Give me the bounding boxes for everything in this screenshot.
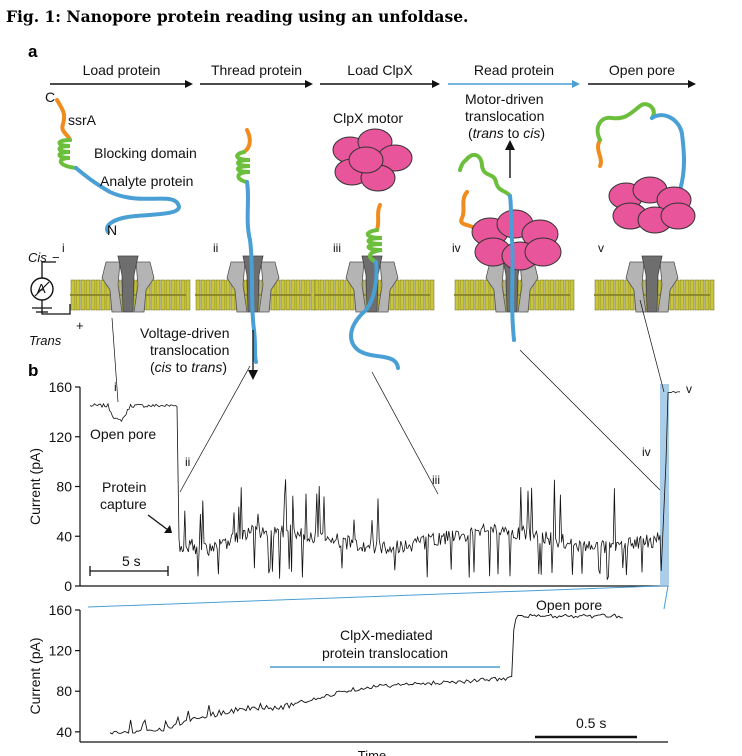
trace-label-v: v bbox=[686, 382, 692, 396]
voltage-driven-line3: (cis to trans) bbox=[150, 359, 227, 375]
highlight-region bbox=[660, 384, 669, 587]
step-label-2: Thread protein bbox=[211, 62, 302, 78]
minus-label: − bbox=[52, 250, 60, 265]
clpx-mediated-line2: protein translocation bbox=[322, 645, 448, 661]
y-tick-label: 0 bbox=[64, 578, 72, 594]
step-label-1: Load protein bbox=[83, 62, 161, 78]
inset-scale-bar-label: 0.5 s bbox=[576, 715, 606, 731]
membranes bbox=[70, 255, 715, 313]
membrane-lipid bbox=[185, 279, 191, 311]
inset-y-tick-label: 120 bbox=[49, 643, 73, 659]
zoom-guide-right bbox=[663, 585, 669, 610]
connector-line-1 bbox=[111, 317, 119, 403]
protein-capture-line2: capture bbox=[100, 496, 147, 512]
trans-label: Trans bbox=[29, 333, 62, 348]
stage-iii-label: iii bbox=[333, 241, 341, 255]
y-tick-label: 40 bbox=[56, 528, 72, 544]
y-tick-label: 80 bbox=[56, 479, 72, 495]
inset-y-tick-label: 160 bbox=[49, 602, 73, 618]
c-terminus-label: C bbox=[45, 89, 55, 105]
step-arrowhead-5 bbox=[688, 80, 696, 88]
step-arrowhead-1 bbox=[185, 80, 193, 88]
connector-line-4 bbox=[519, 349, 661, 491]
analyte-stage-iv bbox=[508, 194, 516, 342]
motor-driven-line2: translocation bbox=[465, 108, 544, 124]
motor-driven-line3: (trans to cis) bbox=[468, 125, 545, 141]
n-terminus-label: N bbox=[107, 222, 117, 238]
voltage-driven-line2: translocation bbox=[150, 342, 229, 358]
step-arrowhead-2 bbox=[305, 80, 313, 88]
pore-core bbox=[641, 255, 663, 313]
ssra-label: ssrA bbox=[68, 112, 97, 128]
stage-i-label: i bbox=[62, 241, 65, 255]
y-tick-label: 120 bbox=[49, 429, 73, 445]
trace-label-iv: iv bbox=[642, 445, 651, 459]
connector-line-2 bbox=[179, 365, 251, 493]
protein-stage-iii bbox=[349, 203, 400, 370]
membrane-lipid bbox=[709, 279, 715, 311]
clpx-motor-released bbox=[608, 176, 696, 234]
motor-arrowhead bbox=[505, 140, 515, 150]
inset-x-axis-label: Time bbox=[358, 748, 386, 756]
capture-arrowhead bbox=[164, 525, 172, 533]
inset-y-tick-label: 80 bbox=[56, 683, 72, 699]
y-tick-label: 160 bbox=[49, 379, 73, 395]
stage-ii-label: ii bbox=[213, 241, 218, 255]
stage-v-label: v bbox=[598, 241, 604, 255]
open-pore-annotation: Open pore bbox=[90, 426, 156, 442]
panel-a-label: a bbox=[28, 42, 38, 61]
trace-label-ii: ii bbox=[185, 455, 190, 469]
protein-stage-ii bbox=[235, 128, 258, 364]
circuit bbox=[30, 261, 71, 315]
trace-label-i: i bbox=[114, 380, 117, 394]
step-label-4: Read protein bbox=[474, 62, 554, 78]
membrane-lipid bbox=[429, 279, 435, 311]
capture-arrow bbox=[147, 514, 169, 531]
connector-line-3 bbox=[371, 371, 439, 495]
voltage-arrowhead bbox=[248, 370, 258, 380]
connector-line-5 bbox=[639, 299, 665, 393]
motor-driven-line1: Motor-driven bbox=[465, 91, 544, 107]
figure-caption: Fig. 1: Nanopore protein reading using a… bbox=[6, 7, 468, 26]
stage-iv-label: iv bbox=[452, 241, 461, 255]
cis-label: Cis bbox=[28, 250, 47, 265]
trace-label-iii: iii bbox=[432, 473, 440, 487]
clpx-motor-label: ClpX motor bbox=[333, 110, 403, 126]
ammeter-label: A bbox=[37, 281, 46, 296]
plus-label: + bbox=[76, 318, 84, 333]
step-label-3: Load ClpX bbox=[347, 62, 413, 78]
step-arrows: Load protein Thread protein Load ClpX Read … bbox=[50, 62, 696, 88]
blocking-domain-label: Blocking domain bbox=[94, 145, 197, 161]
step-arrowhead-4 bbox=[572, 80, 580, 88]
voltage-driven-line1: Voltage-driven bbox=[140, 325, 230, 341]
clpx-motor-free bbox=[332, 128, 413, 192]
inset-y-tick-label: 40 bbox=[56, 724, 72, 740]
zoom-guide-left bbox=[87, 585, 661, 608]
inset-open-pore-label: Open pore bbox=[536, 597, 602, 613]
inset-y-axis-label: Current (pA) bbox=[27, 637, 43, 714]
step-label-5: Open pore bbox=[609, 62, 675, 78]
protein-capture-line1: Protein bbox=[102, 479, 146, 495]
pore-core bbox=[117, 255, 139, 313]
current-trace bbox=[89, 391, 681, 580]
protein-stage-iv bbox=[458, 152, 512, 230]
protein-stage-i bbox=[55, 98, 181, 234]
panel-b-label: b bbox=[28, 361, 38, 380]
inset-current-trace bbox=[109, 613, 623, 735]
step-arrowhead-3 bbox=[432, 80, 440, 88]
panel-a-illustration: C ssrA Blocking domain Analyte protein N… bbox=[28, 89, 715, 380]
analyte-protein-label: Analyte protein bbox=[100, 173, 193, 189]
clpx-mediated-line1: ClpX-mediated bbox=[340, 627, 433, 643]
clpx-motor-bound bbox=[471, 209, 562, 271]
protein-stage-v bbox=[595, 102, 686, 192]
y-axis-label: Current (pA) bbox=[27, 448, 43, 525]
scale-bar-label: 5 s bbox=[122, 553, 141, 569]
membrane-lipid bbox=[569, 279, 575, 311]
